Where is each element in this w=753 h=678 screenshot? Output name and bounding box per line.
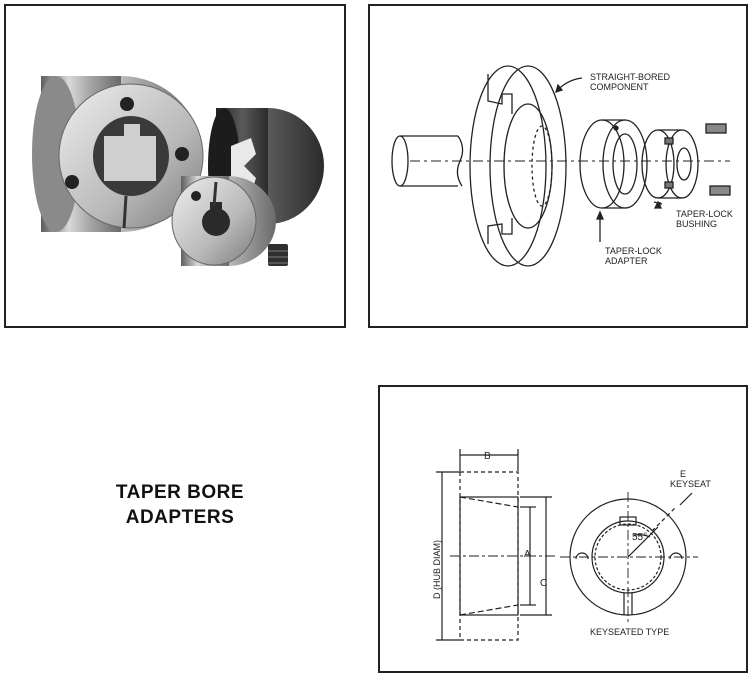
straight-bored-label-2: COMPONENT	[590, 82, 649, 92]
set-screw-photo	[268, 244, 288, 266]
adapter-label-2: ADAPTER	[605, 256, 648, 266]
keyseated-type-caption: KEYSEATED TYPE	[590, 627, 670, 637]
exploded-view-panel: STRAIGHT-BORED COMPONENT TAPER-LOCK ADAP…	[368, 4, 748, 328]
product-photo-panel	[4, 4, 346, 328]
title-line-2: ADAPTERS	[125, 507, 235, 528]
title-line-1: TAPER BORE	[115, 482, 245, 503]
taper-lock-bushing	[641, 129, 699, 199]
front-view	[560, 492, 698, 622]
dim-c-label: C	[540, 578, 548, 589]
small-bushing-photo	[171, 176, 276, 266]
dim-a-label: A	[524, 549, 531, 560]
taper-lock-adapter	[579, 119, 648, 209]
large-adapter-photo	[32, 76, 204, 232]
dimension-diagram-panel: B A C D (HUB DIAM) E KEYSEAT 55° KEYSEAT…	[378, 385, 748, 673]
exploded-view-diagram	[391, 65, 731, 267]
bushing-label-2: BUSHING	[676, 219, 718, 229]
dim-b-label: B	[484, 451, 491, 462]
dimension-diagram	[436, 449, 698, 641]
adapter-label-1: TAPER-LOCK	[605, 246, 662, 256]
bushing-label-1: TAPER-LOCK	[676, 209, 733, 219]
angle-label: 55°	[632, 532, 648, 543]
dim-d-label: D (HUB DIAM)	[432, 540, 442, 599]
product-photo	[32, 76, 324, 266]
dim-e-label: E	[680, 469, 687, 479]
page-title: TAPER BORE ADAPTERS	[60, 480, 300, 530]
keyseat-label: KEYSEAT	[670, 479, 711, 489]
straight-bored-component	[469, 65, 567, 267]
side-view	[436, 449, 555, 641]
straight-bored-label-1: STRAIGHT-BORED	[590, 72, 671, 82]
